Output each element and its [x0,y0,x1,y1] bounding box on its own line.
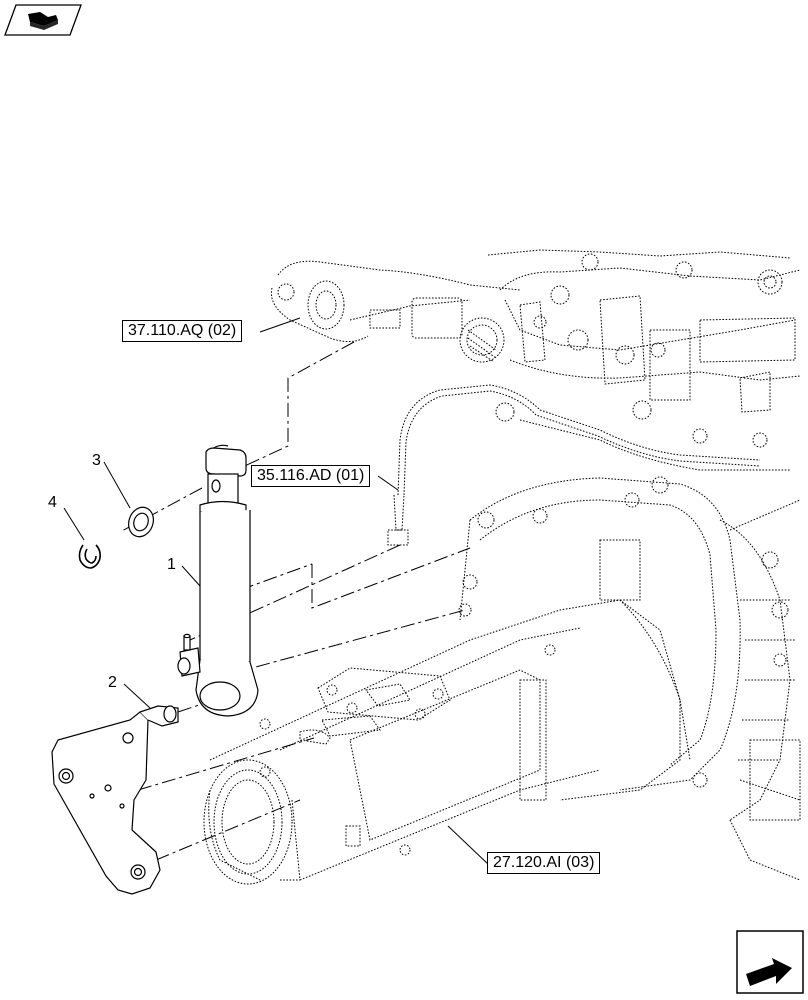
callout-2: 2 [108,674,117,691]
part-3-washer[interactable] [125,504,158,540]
book-icon[interactable] [4,4,82,36]
part-2-bracket[interactable] [51,705,179,895]
callout-leaders [63,317,491,867]
next-page-arrow-icon[interactable] [736,930,804,994]
part-1-cylinder[interactable] [177,444,259,717]
callout-4: 4 [48,494,57,511]
reference-37-110-aq-02[interactable]: 37.110.AQ (02) [122,320,243,342]
callout-1: 1 [167,556,176,573]
callout-3: 3 [92,452,101,469]
part-4-snap-ring[interactable] [78,544,101,569]
reference-35-116-ad-01[interactable]: 35.116.AD (01) [251,465,371,487]
tractor-assembly-dotted [203,249,801,885]
assembly-center-lines [119,341,471,861]
reference-27-120-ai-03[interactable]: 27.120.AI (03) [487,852,601,874]
